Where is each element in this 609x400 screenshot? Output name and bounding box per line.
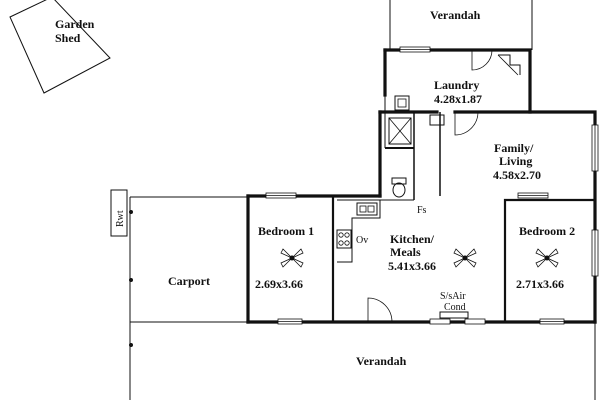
laundry-dims: 4.28x1.87 <box>434 92 482 106</box>
trough-icon <box>394 95 410 111</box>
garden-shed-label-2: Shed <box>55 31 81 45</box>
interior-walls <box>331 95 595 322</box>
kitchen-fixtures: Ov Fs <box>336 202 427 323</box>
windows <box>265 46 599 325</box>
carport-label: Carport <box>168 274 210 288</box>
family-living-dims: 4.58x2.70 <box>493 168 541 182</box>
ceiling-fan-icon <box>280 248 304 268</box>
toilet-icon <box>391 177 407 198</box>
bedroom2-dims: 2.71x3.66 <box>516 277 564 291</box>
verandah-top: Verandah <box>389 0 533 50</box>
garden-shed-label-1: Garden <box>55 17 95 31</box>
rwt-label: Rwt <box>115 210 126 227</box>
verandah-bottom-label: Verandah <box>356 354 407 368</box>
carport: Carport <box>129 196 248 400</box>
shower-icon <box>388 117 412 145</box>
family-living-label-2: Living <box>499 154 532 168</box>
laundry-fixtures <box>388 49 521 145</box>
kitchen-meals-label-2: Meals <box>390 245 421 259</box>
bedroom1-label: Bedroom 1 <box>258 224 314 238</box>
garden-shed: Garden Shed <box>9 0 111 94</box>
door-swing-icon <box>471 49 493 71</box>
verandah-top-label: Verandah <box>430 8 481 22</box>
cooktop-icon <box>336 229 352 249</box>
kitchen-meals-dims: 5.41x3.66 <box>388 259 436 273</box>
rainwater-tank: Rwt <box>110 189 128 237</box>
air-cond-label-1: S/sAir <box>440 291 466 302</box>
air-conditioner-unit <box>439 311 469 319</box>
fridge-space-label: Fs <box>417 205 427 216</box>
door-swing-icon <box>454 111 479 136</box>
bedroom2-label: Bedroom 2 <box>519 224 575 238</box>
family-living-label-1: Family/ <box>494 141 534 155</box>
ceiling-fan-icon <box>453 248 477 268</box>
door-swing-icon <box>367 297 393 323</box>
laundry-label: Laundry <box>434 78 479 92</box>
kitchen-meals-label-1: Kitchen/ <box>390 232 435 246</box>
bedroom1-dims: 2.69x3.66 <box>255 277 303 291</box>
verandah-bottom: Verandah <box>129 322 596 400</box>
ceiling-fan-icon <box>535 248 559 268</box>
air-cond-label-2: Cond <box>444 302 466 313</box>
oven-label: Ov <box>356 235 368 246</box>
sink-icon <box>356 202 378 216</box>
